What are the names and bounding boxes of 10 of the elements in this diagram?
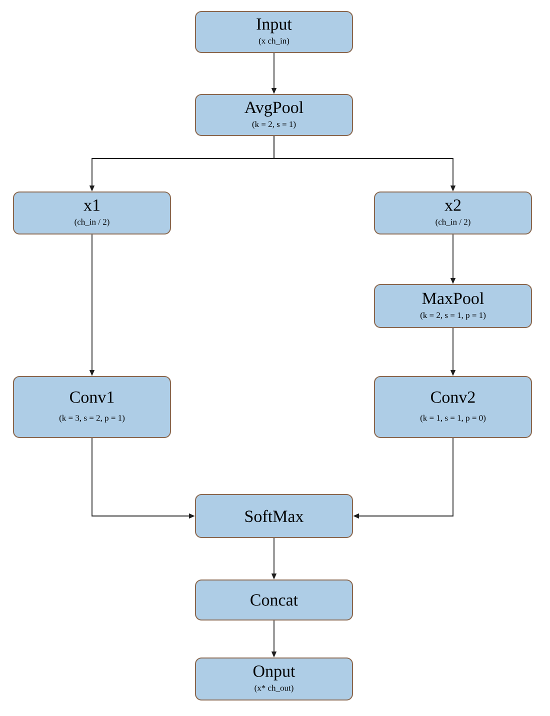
block-box: x1 (ch_in / 2) [13,192,171,234]
block-box: MaxPool (k = 2, s = 1, p = 1) [374,284,532,328]
block-box: Conv1 (k = 3, s = 2, p = 1) [13,376,171,438]
block-box: Concat [195,580,353,620]
block-box: AvgPool (k = 2, s = 1) [195,94,353,136]
block-box: Input (x ch_in) [195,11,353,53]
block-box: Onput (x* ch_out) [195,658,353,700]
block-box: SoftMax [195,494,353,538]
block-box: x2 (ch_in / 2) [374,192,532,234]
block-box: Conv2 (k = 1, s = 1, p = 0) [374,376,532,438]
